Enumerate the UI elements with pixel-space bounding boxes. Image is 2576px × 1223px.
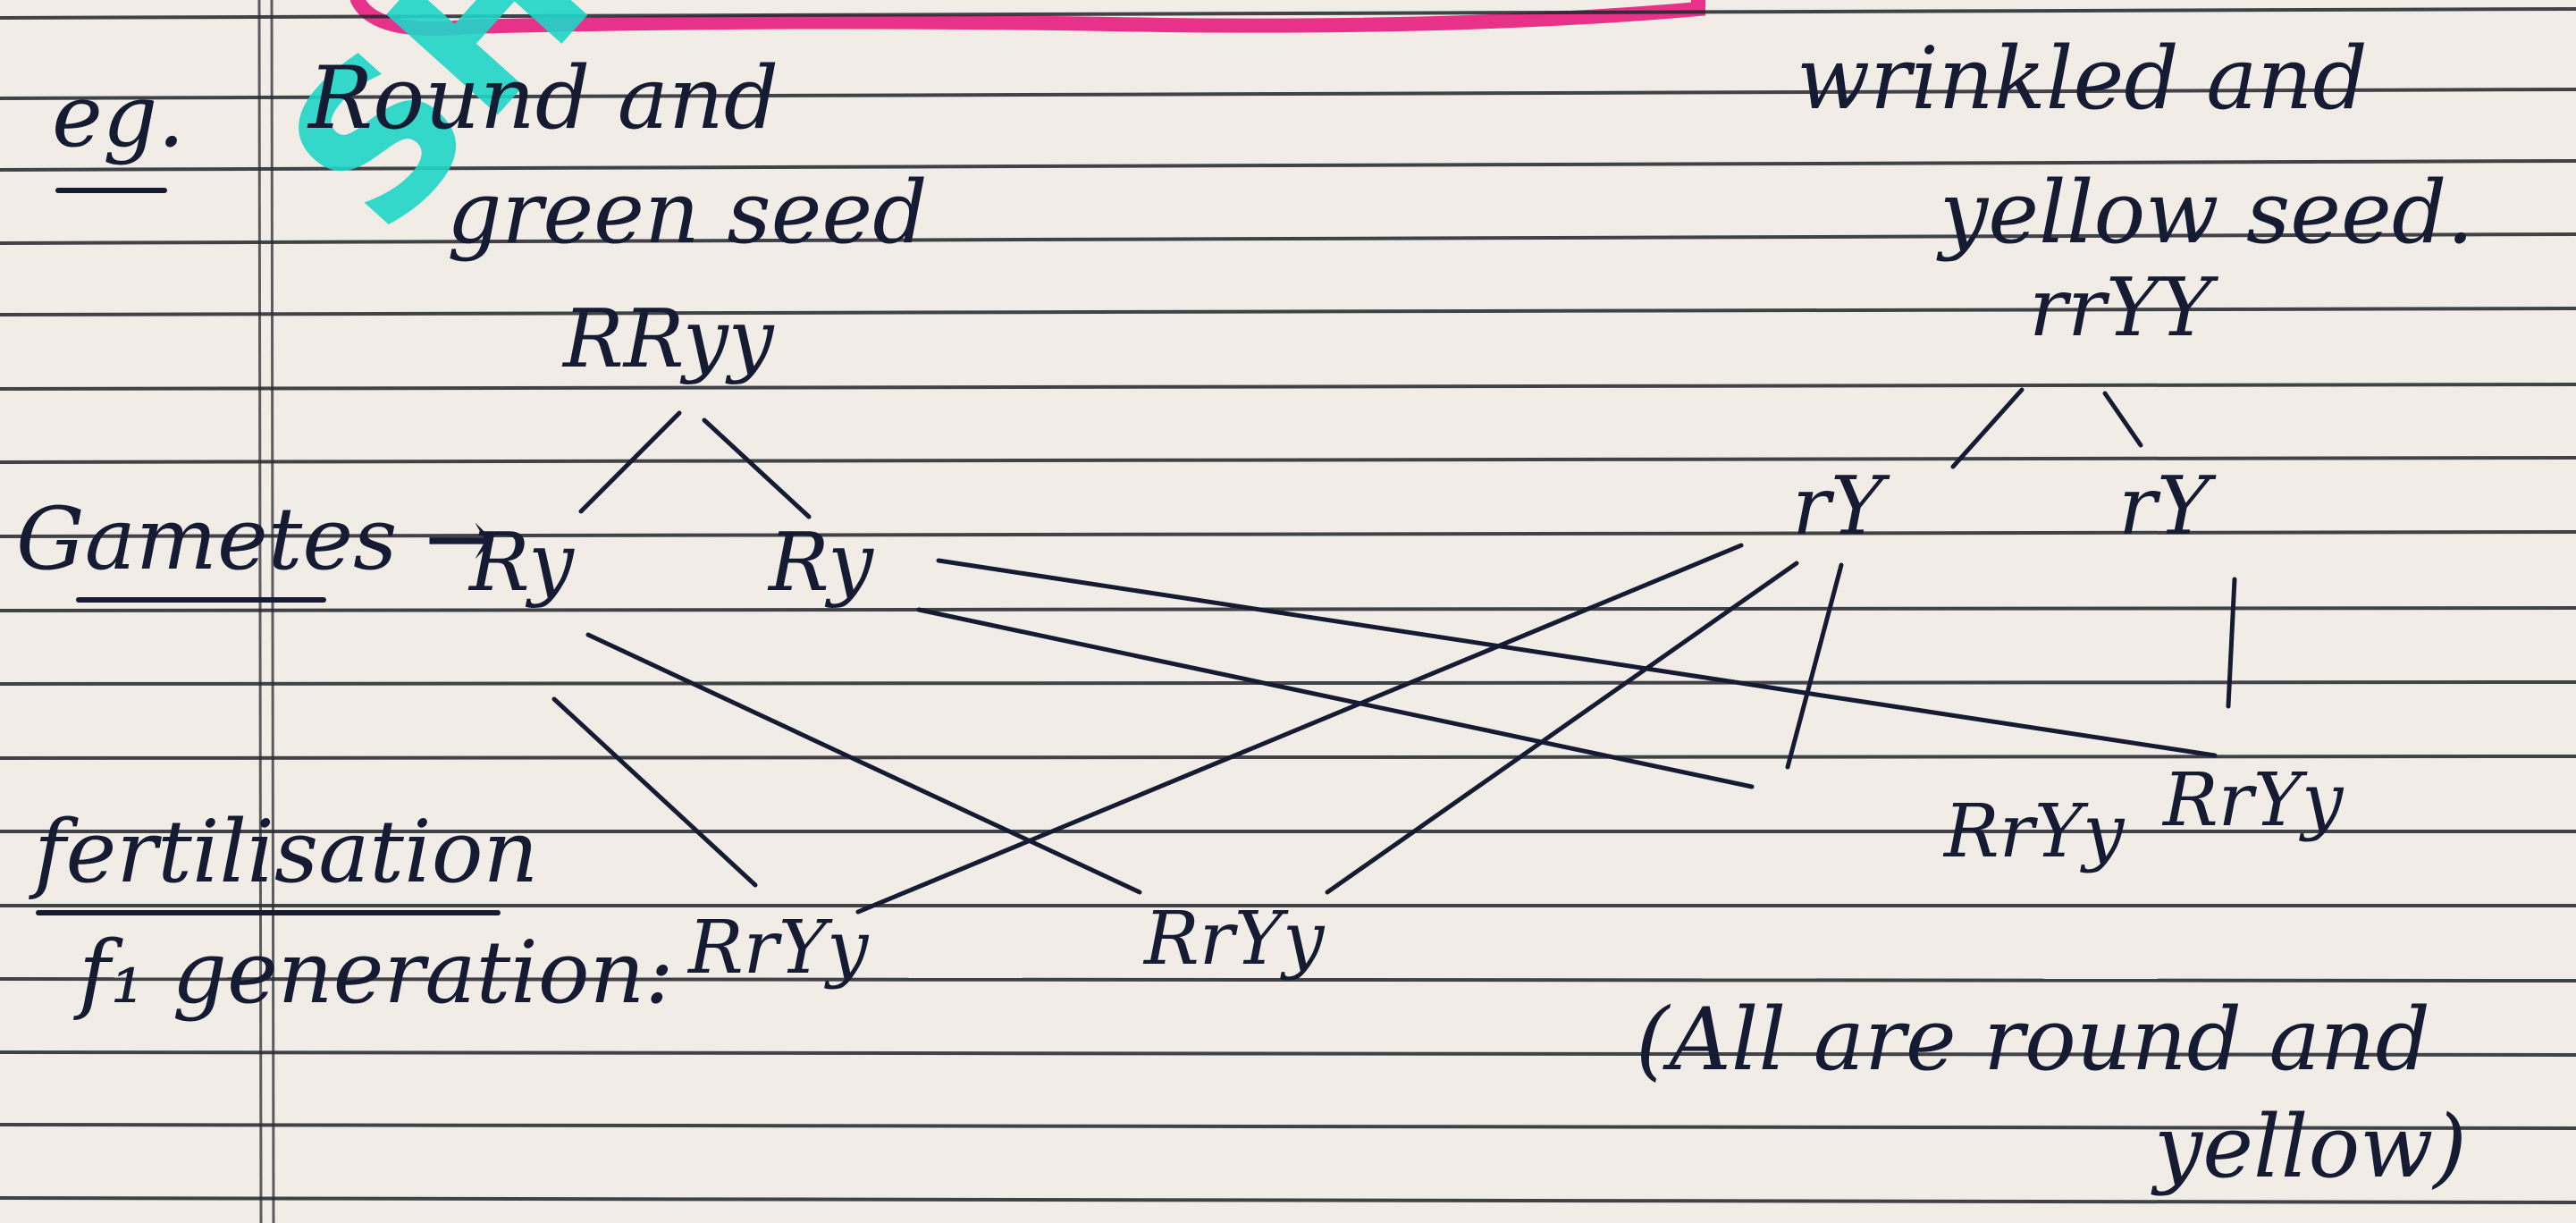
offspring-4: RrYy bbox=[1144, 897, 1325, 982]
cross-line-2 bbox=[585, 632, 1142, 895]
example-label: eg. bbox=[52, 66, 185, 166]
parent1-line2: green seed bbox=[447, 163, 928, 263]
parent2-branch-left bbox=[1950, 387, 2025, 469]
example-underline bbox=[55, 188, 167, 193]
gamete-p1-2: Ry bbox=[769, 516, 874, 610]
f1-generation-label: f₁ generation: bbox=[79, 923, 674, 1023]
fertilisation-underline bbox=[36, 910, 501, 915]
cross-line-8 bbox=[2226, 577, 2237, 709]
conclusion-line2: yellow) bbox=[2154, 1097, 2467, 1197]
offspring-1: RrYy bbox=[1944, 789, 2125, 874]
offspring-2: RrYy bbox=[2163, 758, 2344, 843]
margin-lines bbox=[257, 0, 275, 1223]
parent1-line1: Round and bbox=[308, 48, 779, 148]
offspring-3: RrYy bbox=[688, 906, 869, 991]
cross-line-4 bbox=[1325, 561, 1799, 895]
gamete-p2-1: rY bbox=[1792, 460, 1884, 553]
gametes-underline bbox=[76, 597, 326, 603]
fertilisation-label: fertilisation bbox=[34, 802, 539, 902]
conclusion-line1: (All are round and bbox=[1636, 990, 2430, 1090]
gamete-p2-2: rY bbox=[2118, 460, 2210, 553]
parent2-line1: wrinkled and bbox=[1797, 29, 2368, 129]
parent2-genotype: rrYY bbox=[2029, 261, 2212, 355]
parent1-branch-right bbox=[702, 418, 812, 519]
ruled-lines bbox=[0, 7, 2576, 1204]
gametes-label: Gametes → bbox=[16, 489, 497, 589]
cross-line-6 bbox=[936, 558, 2218, 758]
gamete-p1-1: Ry bbox=[469, 516, 575, 610]
parent2-branch-right bbox=[2102, 391, 2143, 448]
cross-line-5 bbox=[916, 607, 1755, 789]
cross-line-3 bbox=[855, 543, 1744, 915]
parent1-branch-left bbox=[578, 410, 682, 514]
cross-line-1 bbox=[551, 696, 758, 888]
pink-highlight-mark bbox=[350, 0, 1705, 36]
parent1-genotype: RRyy bbox=[563, 292, 774, 386]
parent2-line2: yellow seed. bbox=[1940, 163, 2474, 263]
cross-line-7 bbox=[1785, 562, 1844, 770]
cross-lines bbox=[551, 387, 2237, 915]
